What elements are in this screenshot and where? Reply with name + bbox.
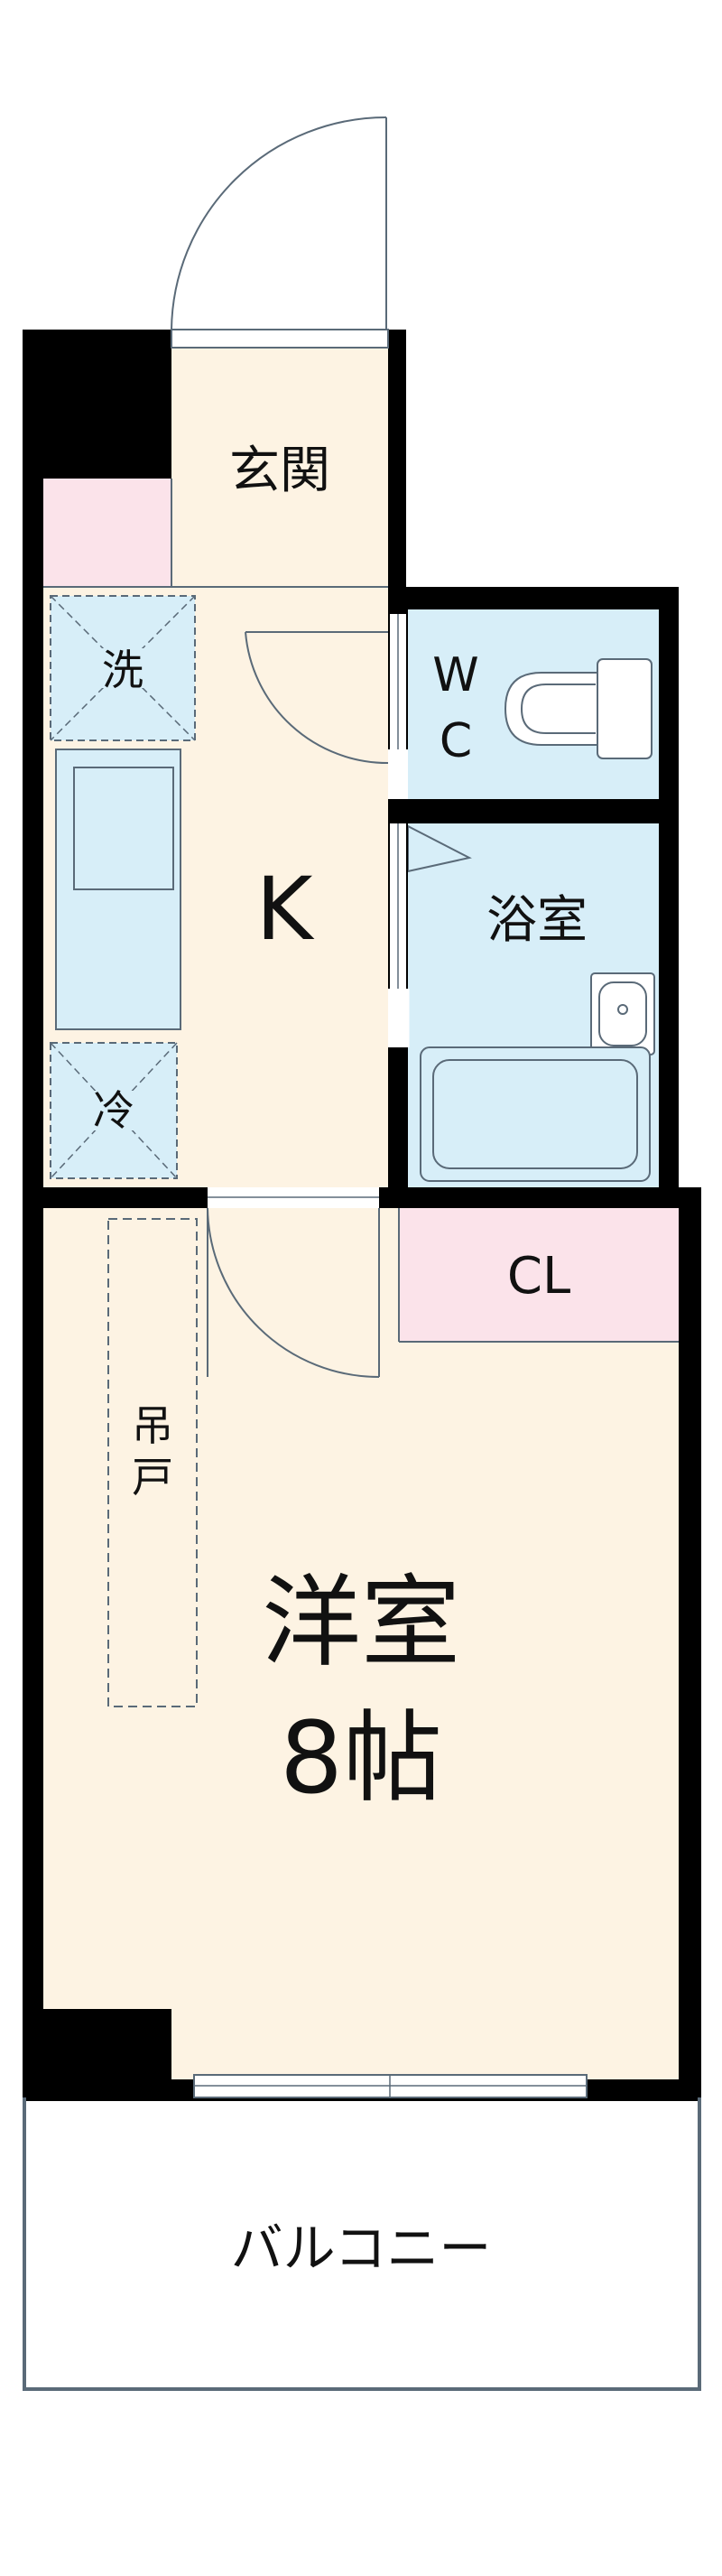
- entrance-threshold: [171, 329, 389, 349]
- bathtub: [420, 1046, 651, 1182]
- balcony-label: バルコニー: [231, 2218, 492, 2279]
- western-room-floor: [43, 1208, 679, 2097]
- sink: [73, 767, 174, 890]
- hanging-cupboard-outline: [107, 1218, 198, 1707]
- washer-label: 洗: [102, 646, 143, 694]
- door-swings: [171, 116, 389, 1378]
- closet-floor: [399, 1208, 679, 1342]
- western-room-label: 洋室: [262, 1565, 460, 1680]
- hanging-cupboard-label-1: 吊: [132, 1401, 173, 1450]
- kitchen-label: K: [256, 859, 315, 960]
- genkan-floor: [171, 348, 388, 587]
- wc-label-w: W: [432, 648, 478, 702]
- hanging-cupboard-label-2: 戸: [132, 1453, 173, 1502]
- refrigerator-space: [50, 1042, 178, 1179]
- walls: [23, 330, 701, 2097]
- room-outlines: [43, 479, 679, 1343]
- western-room-size-label: 8帖: [280, 1700, 442, 1816]
- toilet: [504, 658, 653, 759]
- closet-label: CL: [507, 1247, 570, 1306]
- bathroom-label: 浴室: [486, 891, 588, 950]
- bath-sink: [590, 972, 655, 1056]
- refrigerator-label: 冷: [93, 1086, 134, 1135]
- washer-space: [50, 595, 196, 741]
- genkan-label: 玄関: [229, 442, 330, 500]
- wc-label-c: C: [440, 714, 472, 768]
- entry-storage: [43, 479, 171, 587]
- balcony-area: [23, 2074, 701, 2391]
